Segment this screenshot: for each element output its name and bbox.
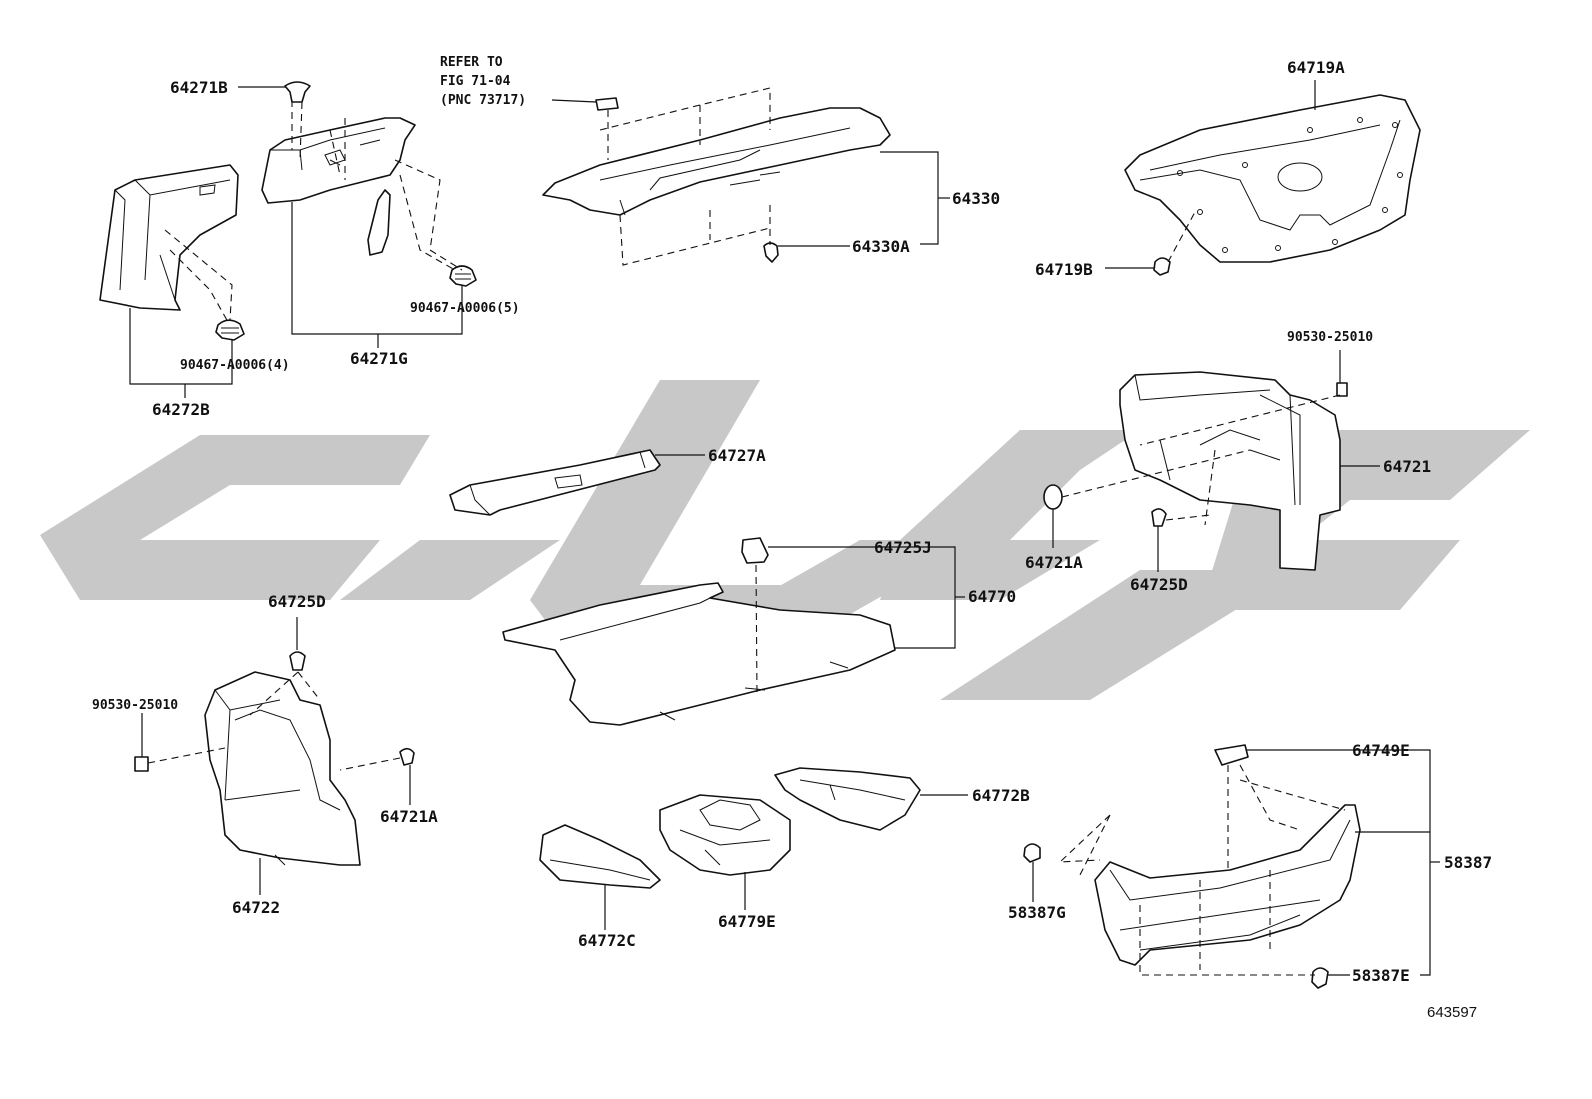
label-64725J[interactable]: 64725J	[874, 538, 932, 557]
label-64330[interactable]: 64330	[952, 189, 1000, 208]
label-64719A[interactable]: 64719A	[1287, 58, 1345, 77]
label-90530-25010-right[interactable]: 90530-25010	[1287, 330, 1373, 345]
label-90467-A0006-4[interactable]: 90467-A0006(4)	[180, 358, 290, 373]
refer-note-line-1: REFER TO	[440, 55, 503, 70]
label-64272B[interactable]: 64272B	[152, 400, 210, 419]
label-64722[interactable]: 64722	[232, 898, 280, 917]
part-64272B-quarter-trim	[99, 164, 239, 311]
part-64772B	[774, 767, 921, 831]
label-90467-A0006-5[interactable]: 90467-A0006(5)	[410, 301, 520, 316]
label-64330A[interactable]: 64330A	[852, 237, 910, 256]
label-64725D-left[interactable]: 64725D	[268, 592, 326, 611]
clip-58387E	[1311, 967, 1329, 989]
label-64719B[interactable]: 64719B	[1035, 260, 1093, 279]
label-64727A[interactable]: 64727A	[708, 446, 766, 465]
clip-90467-4	[215, 319, 245, 341]
label-64749E[interactable]: 64749E	[1352, 741, 1410, 760]
part-64721-quarter-liner	[1119, 371, 1341, 571]
clip-64330A	[763, 242, 779, 263]
part-64727A-sill-plate	[449, 449, 661, 516]
clip-64725J	[741, 537, 769, 564]
label-64271B[interactable]: 64271B	[170, 78, 228, 97]
part-64271G-trim-panel	[261, 117, 416, 256]
part-64719A-trunk-lid-trim	[1124, 94, 1421, 263]
part-64330-package-tray	[542, 97, 891, 216]
clip-64721A-left	[399, 747, 415, 766]
part-58387-rear-trim	[1094, 804, 1361, 966]
clip-90467-5	[449, 265, 477, 287]
label-64772B[interactable]: 64772B	[972, 786, 1030, 805]
label-64721A-right[interactable]: 64721A	[1025, 553, 1083, 572]
clip-64719B	[1153, 257, 1171, 276]
clip-64725D-right	[1151, 508, 1167, 527]
clip-64271B	[284, 81, 311, 103]
label-64770[interactable]: 64770	[968, 587, 1016, 606]
label-58387[interactable]: 58387	[1444, 853, 1492, 872]
refer-note-line-2: FIG 71-04	[440, 74, 511, 89]
part-64779E	[659, 794, 791, 876]
part-64772C	[539, 824, 661, 889]
part-64722-quarter-liner	[204, 671, 361, 866]
clip-90530-right	[1336, 382, 1348, 397]
clip-58387G	[1023, 843, 1041, 863]
label-64721A-left[interactable]: 64721A	[380, 807, 438, 826]
refer-note-line-3: (PNC 73717)	[440, 93, 526, 108]
label-58387E[interactable]: 58387E	[1352, 966, 1410, 985]
label-90530-25010-left[interactable]: 90530-25010	[92, 698, 178, 713]
leader-lines	[129, 80, 1440, 976]
label-64779E[interactable]: 64779E	[718, 912, 776, 931]
label-64725D-right[interactable]: 64725D	[1130, 575, 1188, 594]
label-64271G[interactable]: 64271G	[350, 349, 408, 368]
clip-90530-left	[134, 756, 149, 772]
label-64772C[interactable]: 64772C	[578, 931, 636, 950]
part-64770-trunk-mat	[502, 582, 896, 726]
refer-note: REFER TO FIG 71-04 (PNC 73717)	[440, 55, 526, 108]
label-58387G[interactable]: 58387G	[1008, 903, 1066, 922]
clip-64725D-left	[289, 651, 306, 671]
illustration-id: 643597	[1427, 1004, 1477, 1021]
label-64721[interactable]: 64721	[1383, 457, 1431, 476]
clip-64749E	[1214, 744, 1249, 766]
cap-64721A-right	[1043, 484, 1063, 510]
